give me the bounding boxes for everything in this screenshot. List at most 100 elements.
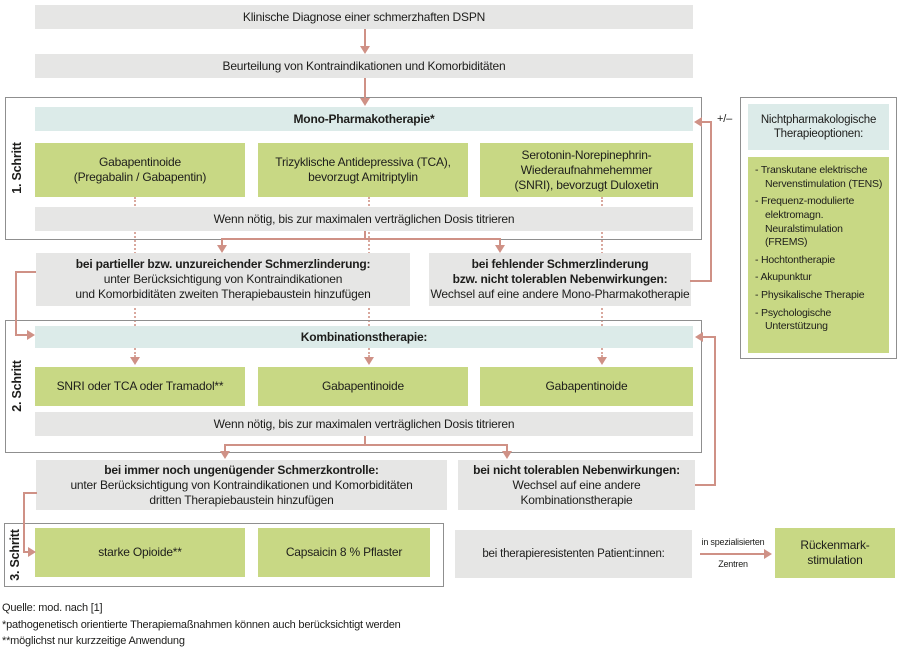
elbow2-bottom [23,551,30,553]
option-text: Gabapentinoide [545,379,628,393]
step2-header-text: Kombinationstherapie: [300,329,428,344]
resistant-box: bei therapieresistenten Patient:innen: [455,530,692,578]
arrow-down-icon [502,451,512,459]
feedbackB-vertical [714,336,716,486]
resistant-text: bei therapieresistenten Patient:innen: [482,547,665,560]
step2-header: Kombinationstherapie: [35,326,693,348]
option-text: Gabapentinoide [322,379,404,393]
feedbackA-vertical [710,121,712,282]
option-text: Trizyklische Antidepressiva (TCA), bevor… [275,155,451,184]
elbow1-vertical [15,271,17,336]
feedbackA-top [701,121,712,123]
arrow-right-icon [28,547,36,557]
bracket1-bar [221,238,501,240]
assessment-text: Beurteilung von Kontraindikationen und K… [222,58,506,73]
bracket2-stem [364,436,366,445]
option-text: Capsaicin 8 % Pflaster [285,545,403,559]
step2-option-gabapentinoide-1: Gabapentinoide [258,367,468,406]
decision1-right-box: bei fehlender Schmerzlinderung bzw. nich… [429,253,691,306]
footnote-two-asterisks: **möglichst nur kurzzeitige Anwendung [2,635,185,647]
arrow-assessment-step1-line [364,78,366,98]
elbow2-vertical [23,492,25,553]
elbow1-bottom [15,334,28,336]
diagnosis-text: Klinische Diagnose einer schmerzhaften D… [242,9,486,24]
step1-header: Mono-Pharmakotherapie* [35,107,693,131]
titration-text: Wenn nötig, bis zur maximalen verträglic… [213,211,515,226]
arrow-down-icon [360,98,370,106]
bracket2-bar [224,444,508,446]
step1-option-snri: Serotonin-Norepinephrin- Wiederaufnahmeh… [480,143,693,197]
step1-option-tca: Trizyklische Antidepressiva (TCA), bevor… [258,143,468,197]
decision-detail: Wechsel auf eine andere Kombinationsther… [512,477,641,507]
elbow2-top [23,492,37,494]
step2-titration-box: Wenn nötig, bis zur maximalen verträglic… [35,412,693,436]
footnote-one-asterisk: *pathogenetisch orientierte Therapiemaßn… [2,619,401,631]
arrow-down-icon [220,451,230,459]
step2-label: 2. Schritt [10,360,24,412]
step1-titration-box: Wenn nötig, bis zur maximalen verträglic… [35,207,693,231]
sidebar-item-hochtontherapie: Hochtontherapie [755,254,885,268]
bracket2-left-drop [224,444,226,452]
decision2-right-box: bei nicht tolerablen Nebenwirkungen: Wec… [458,460,695,510]
arrow-diagnosis-assessment-line [364,29,366,47]
sidebar-item-psychologische-unterstuetzung: Psychologische Unterstützung [755,307,885,334]
option-text: Gabapentinoide (Pregabalin / Gabapentin) [73,155,207,184]
decision-detail: Wechsel auf eine andere Mono-Pharmakothe… [430,287,690,301]
step2-frame [5,320,702,453]
dotted-arrowhead-icon [130,357,140,365]
diagnosis-box: Klinische Diagnose einer schmerzhaften D… [35,5,693,29]
decision2-left-box: bei immer noch ungenügender Schmerzkontr… [36,460,447,510]
step2-option-snri-tca-tramadol: SNRI oder TCA oder Tramadol** [35,367,245,406]
arrow-right-icon [27,330,35,340]
decision-emphasis: bei fehlender Schmerzlinderung bzw. nich… [452,257,668,286]
rueckenmarkstimulation-box: Rückenmark- stimulation [775,528,895,578]
arrow-left-icon [695,332,703,342]
titration-text: Wenn nötig, bis zur maximalen verträglic… [213,416,515,431]
assessment-box: Beurteilung von Kontraindikationen und K… [35,54,693,78]
step3-option-capsaicin: Capsaicin 8 % Pflaster [258,528,430,577]
arrow-right-icon [764,549,772,559]
option-text: Rückenmark- stimulation [800,538,870,567]
step1-header-text: Mono-Pharmakotherapie* [293,111,435,126]
decision-emphasis: bei nicht tolerablen Nebenwirkungen: [473,462,680,477]
dotted-arrowhead-icon [597,357,607,365]
sidebar-item-frems: Frequenz-modulierte elektromagn. Neurals… [755,195,885,250]
bracket1-left-drop [221,238,223,246]
step2-option-gabapentinoide-2: Gabapentinoide [480,367,693,406]
decision-detail: unter Berücksichtigung von Kontraindikat… [70,477,413,507]
feedbackB-top [703,336,715,338]
arrow-left-icon [694,117,702,127]
sidebar-item-akupunktur: Akupunktur [755,271,885,285]
decision-emphasis: bei partieller bzw. unzureichender Schme… [75,257,371,271]
decision1-left-box: bei partieller bzw. unzureichender Schme… [36,253,410,306]
decision-emphasis: bei immer noch ungenügender Schmerzkontr… [104,462,379,477]
sidebar-list: Transkutane elektrische Nervenstimulatio… [748,157,889,353]
arrow-label-top: in spezialisierten [701,537,765,547]
step3-label: 3. Schritt [8,529,22,581]
sidebar-title-box: Nichtpharmakologische Therapieoptionen: [748,104,889,150]
bracket2-right-drop [506,444,508,452]
arrow-down-icon [217,245,227,253]
step3-frame [4,523,444,587]
option-text: Serotonin-Norepinephrin- Wiederaufnahmeh… [514,147,659,192]
feedbackA-bottom [690,280,712,282]
decision-detail: unter Berücksichtigung von Kontraindikat… [75,272,371,301]
arrow-label-bottom: Zentren [718,559,748,569]
sidebar-title: Nichtpharmakologische Therapieoptionen: [760,113,877,140]
elbow1-top [15,271,36,273]
step1-label: 1. Schritt [10,142,24,194]
plus-minus-label: +/– [717,113,732,125]
sidebar-item-physikalische-therapie: Physikalische Therapie [755,289,885,303]
sidebar-frame [740,97,897,359]
resistant-arrow-line [700,553,765,555]
arrow-down-icon [360,46,370,54]
step3-option-opioide: starke Opioide** [35,528,245,577]
bracket1-stem [364,231,366,239]
source-note: Quelle: mod. nach [1] [2,602,103,614]
arrow-down-icon [495,245,505,253]
dotted-arrowhead-icon [364,357,374,365]
option-text: SNRI oder TCA oder Tramadol** [56,379,224,393]
step1-option-gabapentinoide: Gabapentinoide (Pregabalin / Gabapentin) [35,143,245,197]
option-text: starke Opioide** [98,545,182,559]
